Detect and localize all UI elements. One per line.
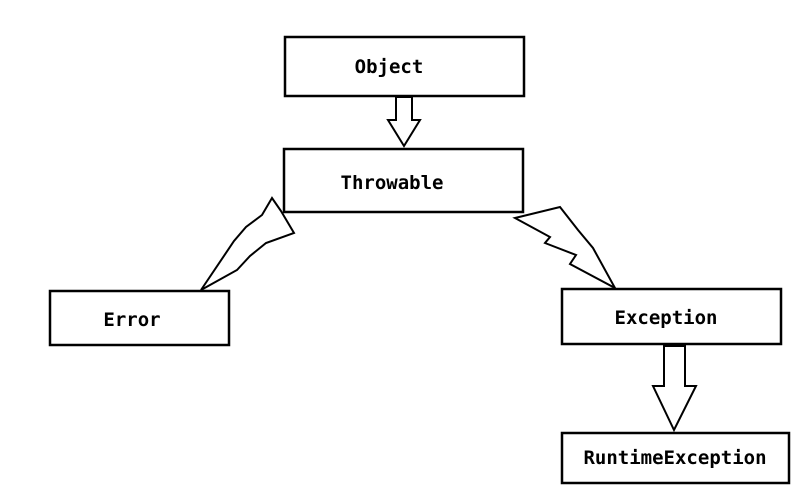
node-throwable: Throwable: [282, 147, 525, 214]
node-exception: Exception: [560, 287, 783, 346]
arrow-object-to-throwable: [386, 96, 422, 148]
node-runtime-exception: RuntimeException: [560, 431, 791, 485]
node-throwable-label: Throwable: [341, 172, 444, 194]
node-error-label: Error: [103, 309, 160, 331]
lightning-throwable-to-exception: [512, 205, 618, 291]
lightning-throwable-to-error: [200, 196, 296, 291]
node-object-label: Object: [355, 56, 424, 78]
node-runtime-exception-label: RuntimeException: [583, 447, 766, 469]
node-exception-label: Exception: [615, 307, 718, 329]
node-error: Error: [48, 289, 231, 347]
node-object: Object: [283, 35, 526, 98]
arrow-exception-to-runtimeexception: [651, 345, 698, 433]
